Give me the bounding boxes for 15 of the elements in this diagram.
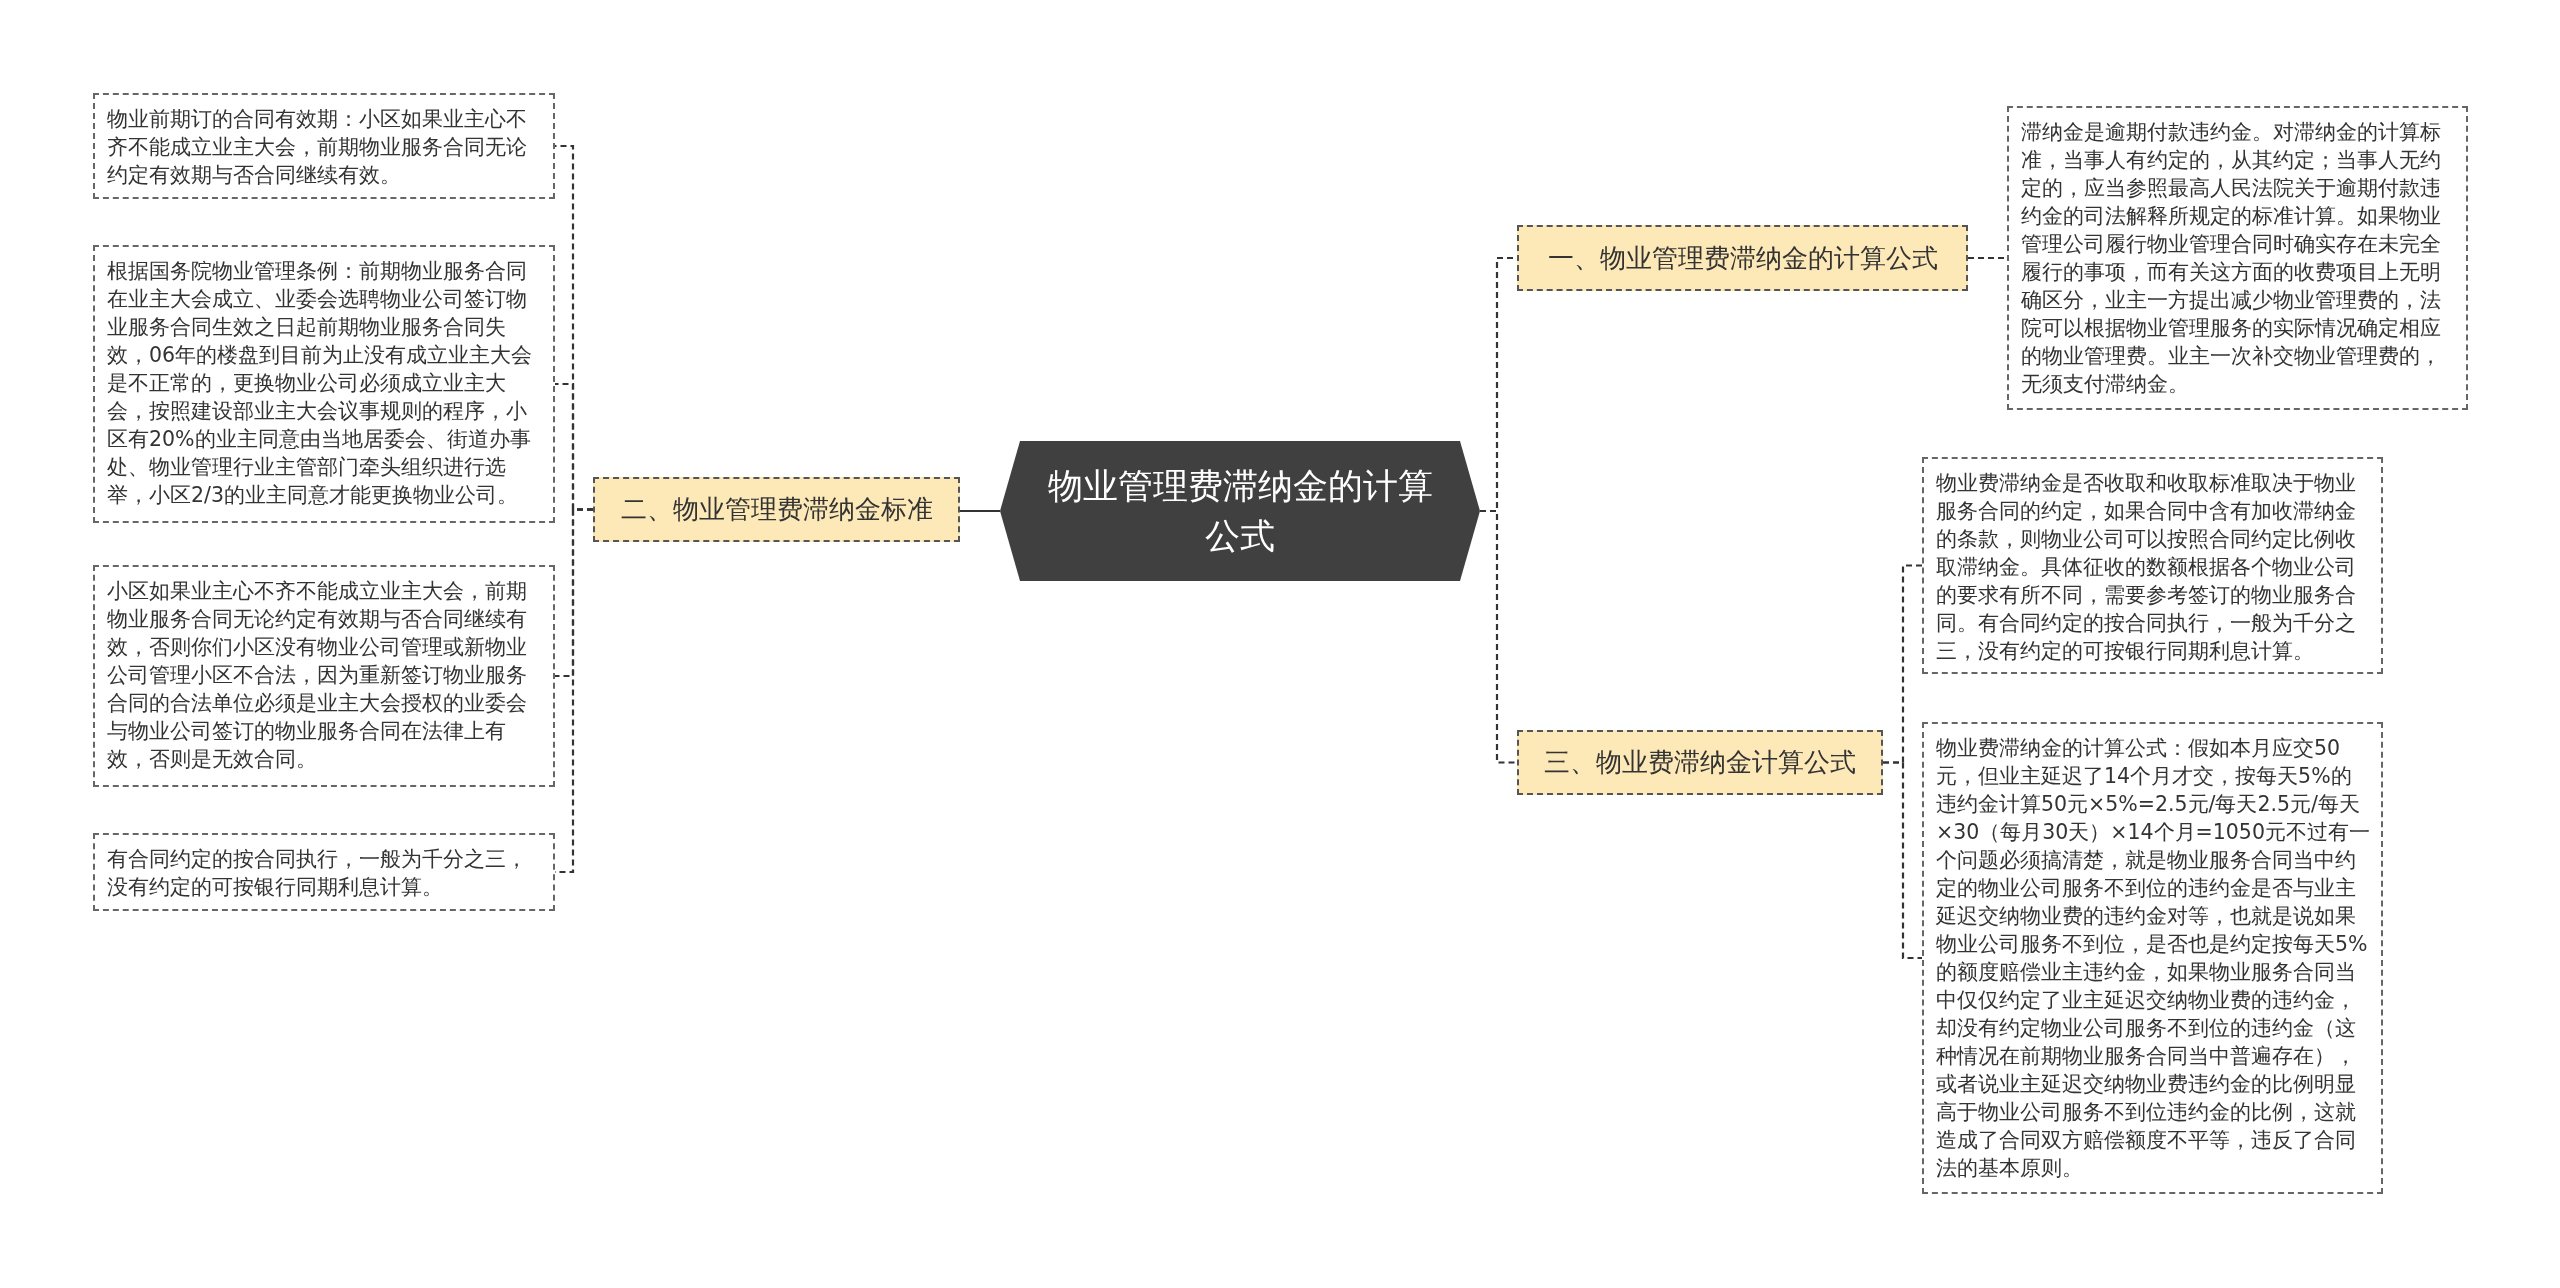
text-note-box: 物业费滞纳金是否收取和收取标准取决于物业服务合同的约定，如果合同中含有加收滞纳金的条款，则物业公司可以按照合同约定比例收取滞纳金。具体征收的数额根据各个物业公司的要求有所不同，需要参考签订的物业服务合同。有合同约定的按合同执行，一般为千分之三，没有约定的可按银行同期利息计算。 <box>1922 457 2383 674</box>
branch-topic-box: 三、物业费滞纳金计算公式 <box>1517 730 1883 795</box>
central-topic-box: 物业管理费滞纳金的计算公式 <box>1000 441 1480 581</box>
text-note-box: 滞纳金是逾期付款违约金。对滞纳金的计算标准，当事人有约定的，从其约定；当事人无约定的，应当参照最高人民法院关于逾期付款违约金的司法解释所规定的标准计算。如果物业管理公司履行物业管理合同时确实存在未完全履行的事项，而有关这方面的收费项目上无明确区分，业主一方提出减少物业管理费的，法院可以根据物业管理服务的实际情况确定相应的物业管理费。业主一次补交物业管理费的，无须支付滞纳金。 <box>2007 106 2468 410</box>
connector-line <box>1480 509 1517 764</box>
text-note-box: 有合同约定的按合同执行，一般为千分之三，没有约定的可按银行同期利息计算。 <box>93 833 555 911</box>
text-note-box: 物业前期订的合同有效期：小区如果业主心不齐不能成立业主大会，前期物业服务合同无论约定有效期与否合同继续有效。 <box>93 93 555 199</box>
connector-line <box>960 509 1000 513</box>
connector-line <box>1883 761 1922 960</box>
text-note-box: 小区如果业主心不齐不能成立业主大会，前期物业服务合同无论约定有效期与否合同继续有效，否则你们小区没有物业公司管理或新物业公司管理小区不合法，因为重新签订物业服务合同的合法单位必须是业主大会授权的业委会与物业公司签订的物业服务合同在法律上有效，否则是无效合同。 <box>93 565 555 787</box>
branch-topic-box: 一、物业管理费滞纳金的计算公式 <box>1517 225 1968 291</box>
connector-line <box>1968 256 2007 260</box>
text-note-box: 根据国务院物业管理条例：前期物业服务合同在业主大会成立、业委会选聘物业公司签订物业服务合同生效之日起前期物业服务合同失效，06年的楼盘到目前为止没有成立业主大会是不正常的，更换物业公司必须成立业主大会，按照建设部业主大会议事规则的程序，小区有20%的业主同意由当地居委会、街道办事处、物业管理行业主管部门牵头组织进行选举，小区2/3的业主同意才能更换物业公司。 <box>93 245 555 523</box>
text-note-box: 物业费滞纳金的计算公式：假如本月应交50元，但业主延迟了14个月才交，按每天5%的违约金计算50元×5%=2.5元/每天2.5元/每天×30（每月30天）×14个月=1050元不过有一个问题必须搞清楚，就是物业服务合同当中约定的物业公司服务不到位的违约金是否与业主延迟交纳物业费的违约金对等，也就是说如果物业公司服务不到位，是否也是约定按每天5%的额度赔偿业主违约金，如果物业服务合同当中仅仅约定了业主延迟交纳物业费的违约金，却没有约定物业公司服务不到位的违约金（这种情况在前期物业服务合同当中普遍存在），或者说业主延迟交纳物业费违约金的比例明显高于物业公司服务不到位违约金的比例，这就造成了合同双方赔偿额度不平等，违反了合同法的基本原则。 <box>1922 722 2383 1194</box>
branch-topic-box: 二、物业管理费滞纳金标准 <box>593 477 960 542</box>
